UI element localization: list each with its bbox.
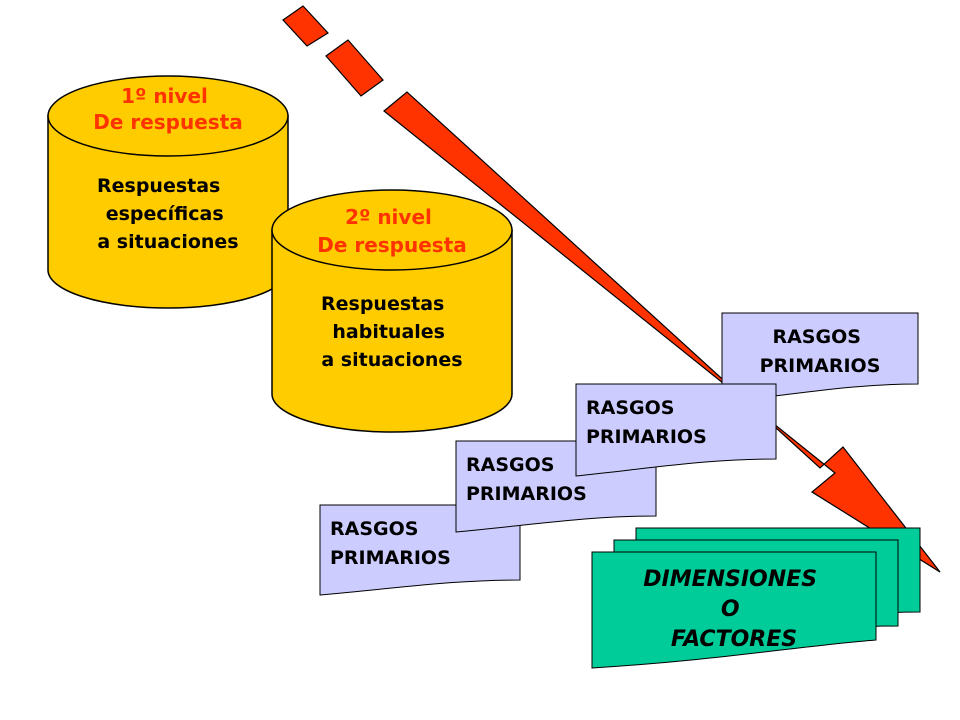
- cylinder-1-description: Respuestas específicas a situaciones: [97, 175, 239, 253]
- cylinder-1-body-line-2: específicas: [106, 203, 224, 225]
- trait-3-line-2: PRIMARIOS: [586, 426, 707, 448]
- arrow-segment-3: [383, 91, 941, 573]
- trait-4-line-2: PRIMARIOS: [760, 355, 881, 377]
- factors-line-1: DIMENSIONES: [643, 567, 817, 592]
- cylinder-2-body-line-3: a situaciones: [321, 349, 462, 371]
- cylinder-2-description: Respuestas habituales a situaciones: [321, 293, 463, 371]
- trait-1-line-2: PRIMARIOS: [330, 547, 451, 569]
- trait-3-label: RASGOS PRIMARIOS: [586, 397, 707, 448]
- cylinder-2-level-line-2: De respuesta: [317, 233, 467, 257]
- arrow-segment-2: [325, 39, 384, 97]
- factors-line-2: O: [721, 597, 740, 622]
- trait-1-line-1: RASGOS: [330, 518, 418, 540]
- trait-4-label: RASGOS PRIMARIOS: [760, 326, 881, 377]
- cylinder-1-body-line-1: Respuestas: [97, 175, 220, 197]
- factors-line-3: FACTORES: [671, 627, 797, 652]
- cylinder-1-level-line-1: 1º nivel: [121, 84, 208, 108]
- trait-1-label: RASGOS PRIMARIOS: [330, 518, 451, 569]
- factors-document-stack: DIMENSIONES O FACTORES: [591, 527, 921, 669]
- trait-3-line-1: RASGOS: [586, 397, 674, 419]
- trait-4-line-1: RASGOS: [772, 326, 860, 348]
- cylinder-level-1: 1º nivel De respuesta Respuestas específ…: [47, 75, 289, 309]
- cylinder-1-body-line-3: a situaciones: [97, 231, 238, 253]
- cylinder-2-body-line-1: Respuestas: [321, 293, 444, 315]
- cylinder-2-level-line-1: 2º nivel: [345, 205, 432, 229]
- trait-2-line-1: RASGOS: [466, 454, 554, 476]
- cylinder-1-level-label: 1º nivel De respuesta: [93, 84, 243, 134]
- cylinder-2-level-label: 2º nivel De respuesta: [317, 205, 467, 257]
- trait-document-3: RASGOS PRIMARIOS: [575, 383, 777, 477]
- trait-2-line-2: PRIMARIOS: [466, 483, 587, 505]
- dashed-arrow: [282, 5, 941, 573]
- cylinder-level-2: 2º nivel De respuesta Respuestas habitua…: [271, 189, 513, 433]
- factors-label: DIMENSIONES O FACTORES: [643, 567, 824, 652]
- trait-2-label: RASGOS PRIMARIOS: [466, 454, 587, 505]
- arrow-segment-1: [282, 5, 329, 47]
- cylinder-1-level-line-2: De respuesta: [93, 110, 243, 134]
- cylinder-2-body-line-2: habituales: [332, 321, 445, 343]
- trait-document-4: RASGOS PRIMARIOS: [721, 312, 919, 403]
